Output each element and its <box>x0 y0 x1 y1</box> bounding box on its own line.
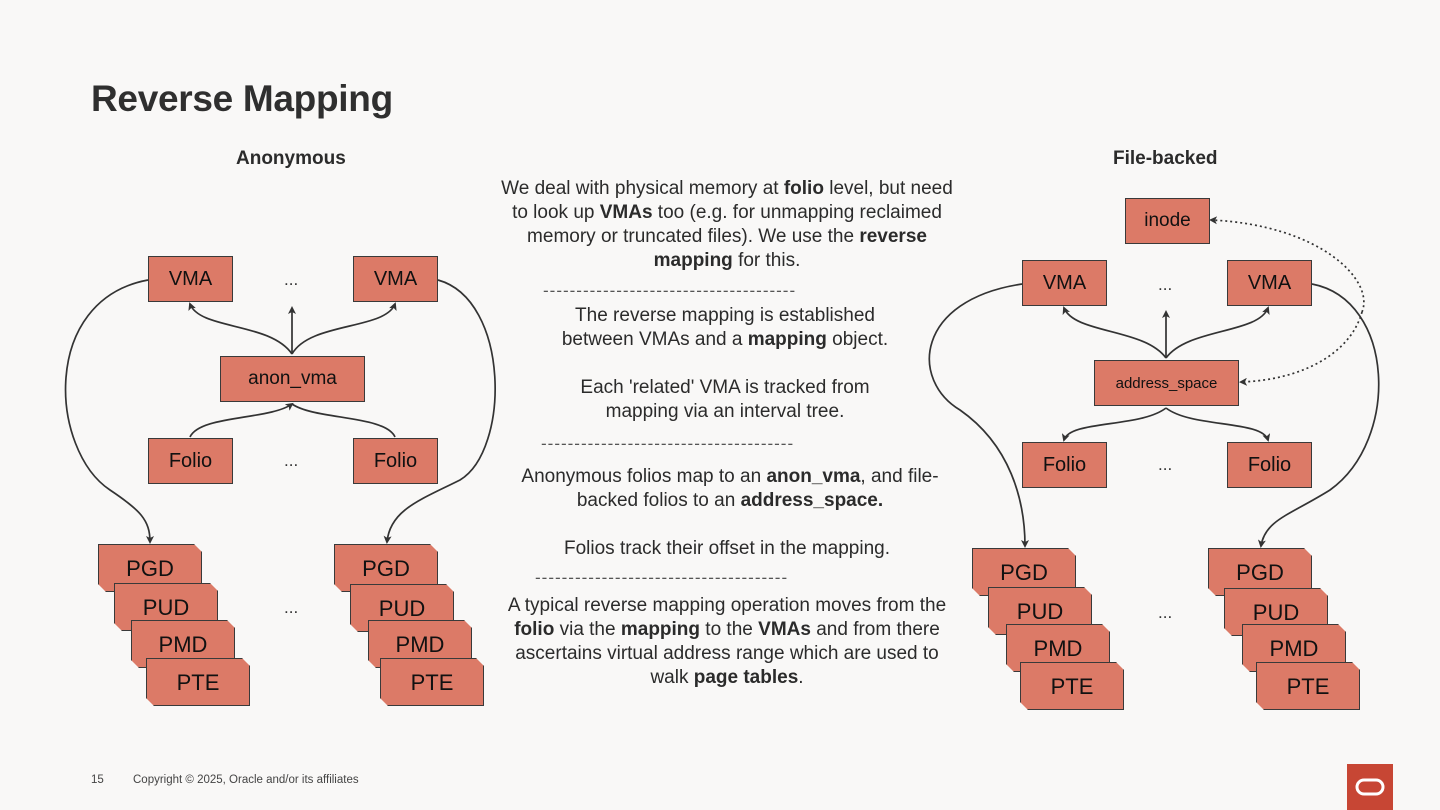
file-vma-left-box: VMA <box>1022 260 1107 306</box>
file-folio-right-box: Folio <box>1227 442 1312 488</box>
anon-pt-ellipsis: ... <box>284 598 299 617</box>
page-number: 15 <box>91 774 104 786</box>
file-folio-ellipsis: ... <box>1158 455 1173 474</box>
anon-folio-left-box: Folio <box>148 438 233 484</box>
separator-1: -------------------------------------- <box>543 281 797 300</box>
separator-3: -------------------------------------- <box>535 568 789 587</box>
text-offset: Folios track their offset in the mapping… <box>564 538 890 559</box>
text-folio-level: We deal with physical memory at folio le… <box>501 178 953 271</box>
anonymous-heading: Anonymous <box>236 148 346 169</box>
text-typical-operation: A typical reverse mapping operation move… <box>507 595 947 688</box>
oracle-logo-icon <box>1347 764 1393 810</box>
anon-vma-box: anon_vma <box>220 356 365 402</box>
inode-box: inode <box>1125 198 1210 244</box>
file-folio-left-box: Folio <box>1022 442 1107 488</box>
file-left-pte: PTE <box>1020 662 1124 710</box>
text-anon-vs-file: Anonymous folios map to an anon_vma, and… <box>521 466 939 511</box>
file-vma-ellipsis: ... <box>1158 275 1173 294</box>
copyright-text: Copyright © 2025, Oracle and/or its affi… <box>133 774 359 786</box>
anon-folio-ellipsis: ... <box>284 451 299 470</box>
file-vma-right-box: VMA <box>1227 260 1312 306</box>
anon-vma-left-box: VMA <box>148 256 233 302</box>
address-space-box: address_space <box>1094 360 1239 406</box>
text-established: The reverse mapping is established betwe… <box>561 305 889 350</box>
slide-title: Reverse Mapping <box>91 78 393 119</box>
text-interval-tree: Each 'related' VMA is tracked from mappi… <box>580 377 870 422</box>
anon-vma-right-box: VMA <box>353 256 438 302</box>
file-pt-ellipsis: ... <box>1158 603 1173 622</box>
anon-vma-ellipsis: ... <box>284 270 299 289</box>
anon-left-pte: PTE <box>146 658 250 706</box>
anon-folio-right-box: Folio <box>353 438 438 484</box>
anon-right-pte: PTE <box>380 658 484 706</box>
file-backed-heading: File-backed <box>1113 148 1218 169</box>
file-right-pte: PTE <box>1256 662 1360 710</box>
separator-2: -------------------------------------- <box>541 434 795 453</box>
